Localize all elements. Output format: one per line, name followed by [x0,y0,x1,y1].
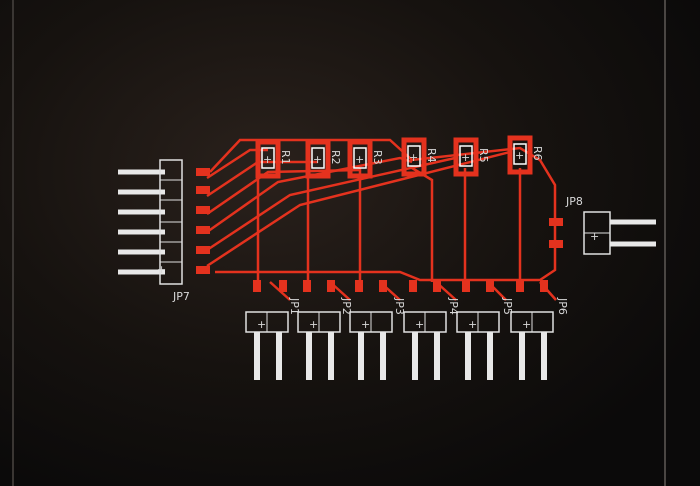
trace-fan-6 [206,150,511,268]
r3-label: R3 [371,150,384,165]
jp8-label: JP8 [565,195,583,208]
jp1-label: JP1 [288,297,301,315]
r4-label: R4 [425,148,438,163]
jp4-header[interactable]: + JP4 [403,280,460,380]
jp7-pad-4 [196,226,210,234]
jp5-label: JP5 [501,297,514,315]
r5-label: R5 [477,148,490,163]
svg-text:+: + [313,153,322,166]
jp7-pad-3 [196,206,210,214]
jp8-plus-marker: + [590,230,599,243]
svg-text:+: + [515,149,524,162]
resistor-r2[interactable]: + R2 [305,139,342,179]
svg-text:+: + [257,318,266,331]
svg-text:+: + [361,318,370,331]
canvas-border-right [664,0,666,486]
jp7-pad-1 [196,168,210,176]
svg-text:+: + [468,318,477,331]
jp8-header[interactable]: + JP8 [549,195,656,255]
jp7-pad-5 [196,246,210,254]
r1-label: R1 [279,150,292,165]
trace-fan-3 [206,168,361,216]
svg-text:+: + [522,318,531,331]
jp8-pad-2 [549,240,563,248]
jp7-pad-6 [196,266,210,274]
r6-label: R6 [531,146,544,161]
svg-text:+: + [415,318,424,331]
svg-text:+: + [461,151,470,164]
jp7-header[interactable]: + JP7 [118,159,210,303]
resistor-r6[interactable]: + R6 [507,135,544,175]
jp6-header[interactable]: + JP6 [510,280,569,380]
jp6-label: JP6 [556,297,569,315]
jp8-pad-1 [549,218,563,226]
jp7-plus-marker: + [157,263,166,276]
r2-label: R2 [329,150,342,165]
svg-text:+: + [355,153,364,166]
jp3-header[interactable]: + JP3 [349,280,406,380]
jp7-label: JP7 [172,290,190,303]
canvas-border-left [12,0,14,486]
resistor-r4[interactable]: + R4 [401,137,438,177]
jp3-label: JP3 [393,297,406,315]
svg-text:+: + [309,318,318,331]
resistor-r3[interactable]: + R3 [347,139,384,179]
jp1-header[interactable]: + JP1 [245,280,301,380]
trace-fan-5 [206,156,456,252]
jp2-header[interactable]: + JP2 [297,280,353,380]
resistor-r5[interactable]: + R5 [453,137,490,177]
trace-v-4 [411,166,434,282]
jp2-label: JP2 [340,297,353,315]
jp4-label: JP4 [447,297,460,315]
svg-text:+: + [263,153,272,166]
resistor-r1[interactable]: + R1 [255,139,292,179]
jp5-header[interactable]: + JP5 [456,280,514,380]
svg-text:+: + [409,151,418,164]
jp7-pad-2 [196,186,210,194]
